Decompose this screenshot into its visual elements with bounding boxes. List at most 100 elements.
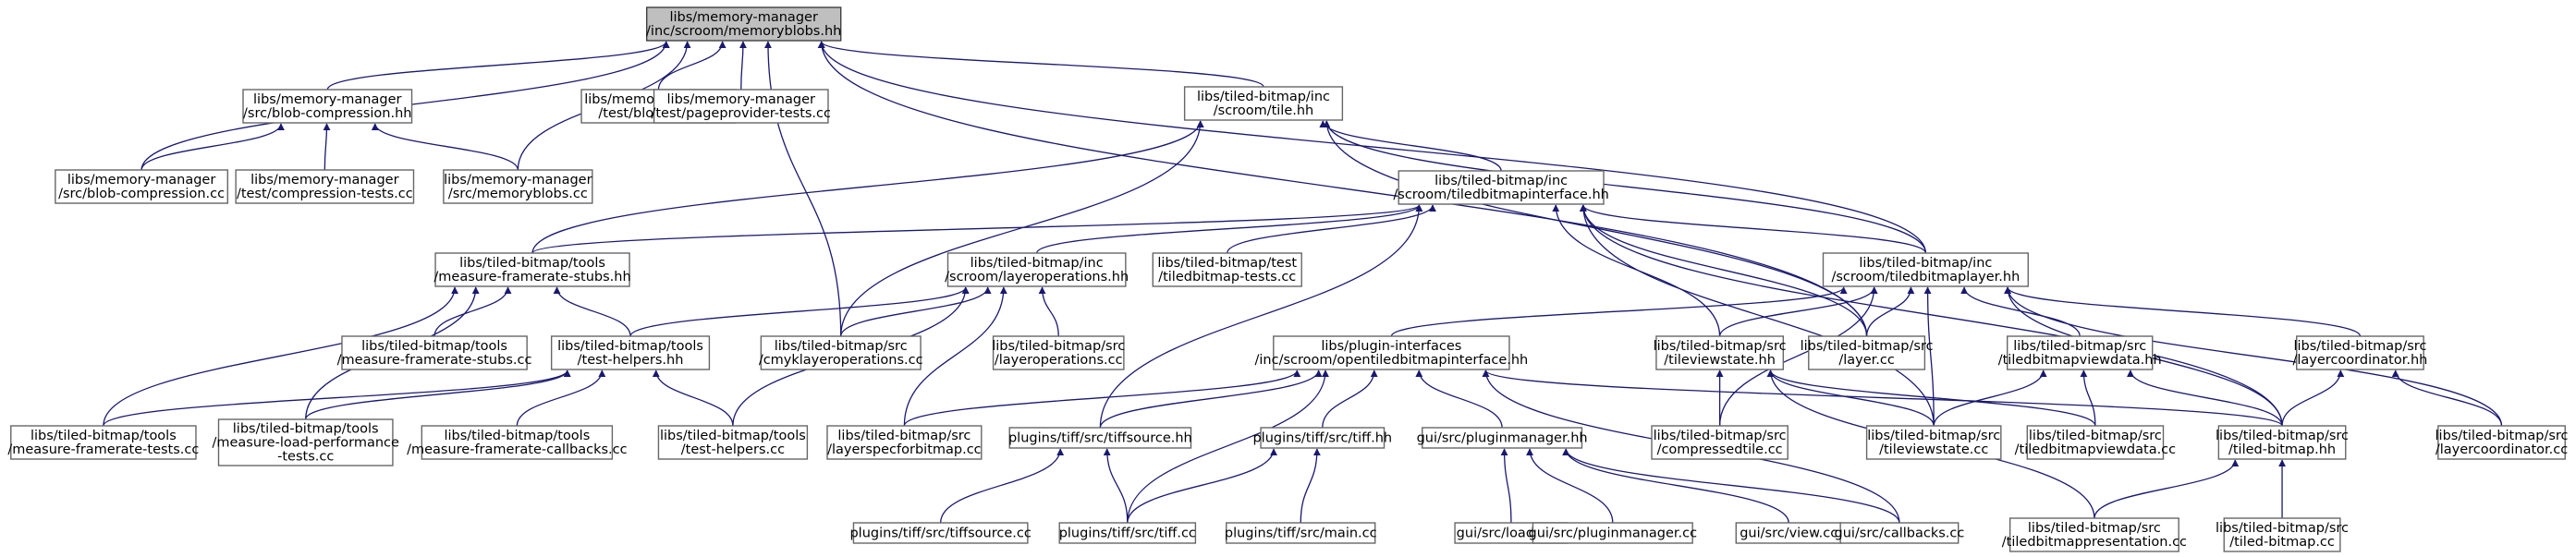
graph-node-mlp-cc[interactable]: libs/tiled-bitmap/tools/measure-load-per… [212,418,399,466]
graph-node-tbp-cc[interactable]: libs/tiled-bitmap/src/tiledbitmappresent… [2002,517,2187,552]
node-label-line: plugins/tiff/src/tiffsource.cc [849,527,1031,541]
graph-node-tb-cc[interactable]: libs/tiled-bitmap/src/tiled-bitmap.cc [2216,517,2349,552]
graph-node-mfs-hh[interactable]: libs/tiled-bitmap/tools/measure-framerat… [433,252,631,287]
edge-cmyk-cc-to-layerops-hh [840,286,992,337]
node-label-line: /measure-framerate-callbacks.cc [407,442,628,457]
node-label-line: libs/memory-manager [667,92,815,107]
node-box [1058,522,1197,544]
node-label-line: /tileviewstate.hh [1664,353,1776,368]
graph-node-tiffsource-cc[interactable]: plugins/tiff/src/tiffsource.cc [849,522,1032,544]
graph-node-tiffsource-hh[interactable]: plugins/tiff/src/tiffsource.hh [1008,427,1192,449]
graph-node-tvs-hh[interactable]: libs/tiled-bitmap/src/tileviewstate.hh [1654,335,1787,370]
edge-layer-cc-to-tile-hh [1323,120,1868,337]
node-box [2217,425,2347,460]
graph-node-mfs-cc[interactable]: libs/tiled-bitmap/tools/measure-framerat… [337,335,532,370]
node-label-line: /test-helpers.hh [578,353,684,368]
graph-node-blobcomp-cc[interactable]: libs/memory-manager/src/blob-compression… [55,169,229,204]
graph-node-tbtests[interactable]: libs/tiled-bitmap/test/tiledbitmap-tests… [1152,252,1302,287]
edge-mft-cc-to-mfs-hh [103,286,459,427]
graph-node-pageprov[interactable]: libs/memory-manager/test/pageprovider-te… [651,89,831,124]
graph-node-tiff-cc[interactable]: plugins/tiff/src/tiff.cc [1058,522,1197,544]
node-label-line: libs/tiled-bitmap/src [837,429,971,443]
node-box [443,169,593,204]
edge-tiff-cc-to-tiff-hh [1127,448,1278,524]
graph-node-tile-hh[interactable]: libs/tiled-bitmap/inc/scroom/tile.hh [1183,86,1344,121]
node-label-line: /src/blob-compression.hh [243,106,411,121]
node-label-line: /measure-framerate-stubs.hh [433,270,630,285]
graph-node-pi-hh[interactable]: libs/plugin-interfaces/inc/scroom/openti… [1255,335,1529,370]
graph-node-tbvd-hh[interactable]: libs/tiled-bitmap/src/tiledbitmapviewdat… [1998,335,2162,370]
node-label-line: /test-helpers.cc [681,442,785,457]
node-label-line: /test/pageprovider-tests.cc [651,106,831,121]
node-label-line: plugins/tiff/src/main.cc [1225,527,1377,541]
edge-tb-hh-to-lc-hh [2281,369,2345,427]
graph-node-callbacks-cc[interactable]: gui/src/callbacks.cc [1834,522,1964,544]
edge-mft-cc-to-testhelpers-hh [103,369,571,427]
node-box [1422,427,1583,449]
edge-layer [103,41,2503,524]
node-label-line: /tiledbitmapviewdata.hh [1998,353,2162,368]
graph-node-ct-cc[interactable]: libs/tiled-bitmap/src/compressedtile.cc [1651,425,1789,460]
node-label-line: libs/tiled-bitmap/tools [444,429,590,443]
graph-node-layer-cc[interactable]: libs/tiled-bitmap/src/layer.cc [1801,335,1934,370]
node-label-line: libs/tiled-bitmap/tools [557,339,703,354]
node-label-line: /tileviewstate.cc [1879,442,1988,457]
edge-view-cc-to-pm-hh [1562,448,1789,524]
graph-node-layerops-cc[interactable]: libs/tiled-bitmap/src/layeroperations.cc [992,335,1125,370]
edge-pi-hh-to-tblayer-hh [1390,286,1848,337]
graph-node-lc-cc[interactable]: libs/tiled-bitmap/src/layercoordinator.c… [2436,425,2569,460]
graph-node-tbvd-cc[interactable]: libs/tiled-bitmap/src/tiledbitmapviewdat… [2015,425,2177,460]
graph-node-comptests[interactable]: libs/memory-manager/test/compression-tes… [235,169,415,204]
edge-memblobs-cc-to-blobcomp-hh [371,123,519,171]
edge-layer-cc-to-tbi-hh [1579,204,1868,337]
graph-node-layerops-hh[interactable]: libs/tiled-bitmap/inc/scroom/layeroperat… [945,252,1129,287]
node-label-line: libs/plugin-interfaces [1321,339,1461,354]
graph-node-view-cc[interactable]: gui/src/view.cc [1735,522,1842,544]
graph-node-cmyk-cc[interactable]: libs/tiled-bitmap/src/cmyklayeroperation… [759,335,923,370]
edge-tvs-cc-to-tbi-hh [1579,204,1935,427]
node-label-line: plugins/tiff/src/tiff.hh [1252,431,1392,446]
graph-node-lc-hh[interactable]: libs/tiled-bitmap/src/layercoordinator.h… [2293,335,2428,370]
node-box [1808,335,1926,370]
graph-node-root[interactable]: libs/memory-manager/inc/scroom/memoryblo… [645,6,842,42]
edge-layer-cc-to-tblayer-hh [1865,286,1915,337]
node-label-line: /inc/scroom/opentiledbitmapinterface.hh [1255,353,1529,368]
edge-layerops-hh-to-tbi-hh [1036,204,1423,254]
edge-tbvd-cc-to-tvs-hh [1766,369,2096,427]
node-label-line: /layer.cc [1838,353,1895,368]
edge-tvs-cc-to-tblayer-hh [1923,286,1935,427]
node-box [242,89,413,124]
graph-node-tiff-hh[interactable]: plugins/tiff/src/tiff.hh [1252,427,1392,449]
graph-node-tbi-hh[interactable]: libs/tiled-bitmap/inc/scroom/tiledbitmap… [1393,170,1609,205]
node-label-line: libs/tiled-bitmap/src [2216,521,2349,536]
graph-node-blobcomp-hh[interactable]: libs/memory-manager/src/blob-compression… [242,89,413,124]
node-box [2223,517,2341,552]
graph-node-pm-cc[interactable]: gui/src/pluginmanager.cc [1529,522,1698,544]
node-label-line: libs/tiled-bitmap/src [1867,429,2000,443]
graph-node-mfc-cc[interactable]: libs/tiled-bitmap/tools/measure-framerat… [407,425,628,460]
graph-node-testhelpers-cc[interactable]: libs/tiled-bitmap/tools/test-helpers.cc [657,425,809,460]
node-box [55,169,229,204]
node-label-line: libs/tiled-bitmap/src [1654,429,1787,443]
node-label-line: /layercoordinator.hh [2293,353,2428,368]
graph-node-main-cc[interactable]: plugins/tiff/src/main.cc [1225,522,1377,544]
node-label-line: /compressedtile.cc [1657,442,1783,457]
edge-layerops-cc-to-layerops-hh [1038,286,1059,337]
edge-loader-cc-to-pm-hh [1500,448,1512,524]
graph-node-lsfb-cc[interactable]: libs/tiled-bitmap/src/layerspecforbitmap… [826,425,983,460]
graph-node-testhelpers-hh[interactable]: libs/tiled-bitmap/tools/test-helpers.hh [550,335,711,370]
edge-cmyk-cc-to-root [763,41,842,337]
node-label-line: /scroom/tile.hh [1214,103,1313,118]
graph-node-tvs-cc[interactable]: libs/tiled-bitmap/src/tileviewstate.cc [1865,425,2002,460]
graph-node-tb-hh[interactable]: libs/tiled-bitmap/src/tiled-bitmap.hh [2216,425,2349,460]
graph-node-memblobs-cc[interactable]: libs/memory-manager/src/memoryblobs.cc [443,169,593,204]
graph-node-tblayer-hh[interactable]: libs/tiled-bitmap/inc/scroom/tiledbitmap… [1822,252,2029,287]
graph-node-mft-cc[interactable]: libs/tiled-bitmap/tools/measure-framerat… [7,425,199,460]
node-label-line: libs/tiled-bitmap/src [2029,429,2162,443]
node-box [10,425,197,460]
node-box [657,425,809,460]
node-label-line: /src/blob-compression.cc [58,187,225,201]
node-label-line: libs/tiled-bitmap/inc [1435,174,1568,188]
graph-node-pm-hh[interactable]: gui/src/pluginmanager.hh [1417,427,1588,449]
edge-tb-hh-to-pi-hh [1482,369,2283,427]
